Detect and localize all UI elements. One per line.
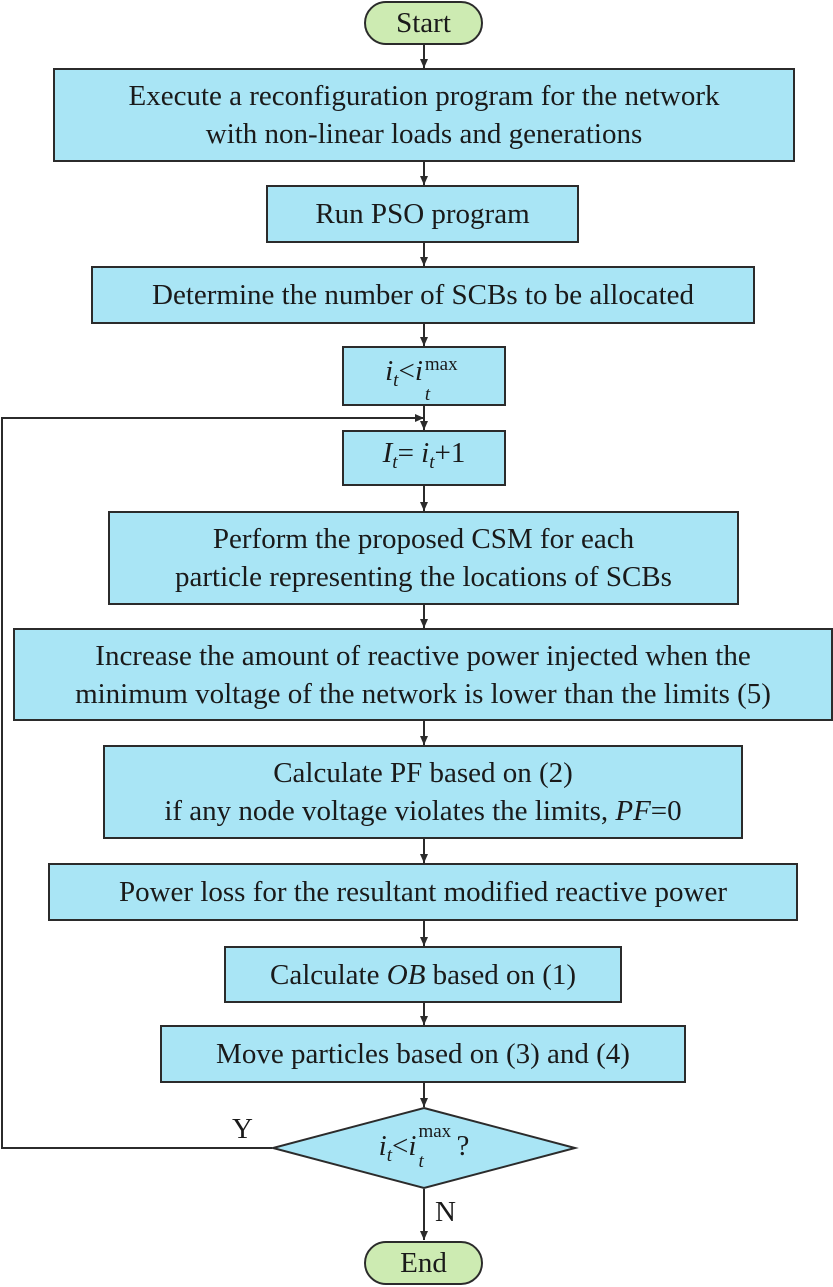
reconfig-line-2: with non-linear loads and generations — [205, 118, 643, 150]
determine-scbs-step: Determine the number of SCBs to be alloc… — [91, 266, 755, 324]
calculate-ob-step: Calculate OB based on (1) — [224, 946, 622, 1003]
csm-line-2: particle representing the locations of S… — [175, 561, 672, 593]
calculate-pf-step: Calculate PF based on (2) if any node vo… — [103, 745, 743, 839]
end-label: End — [400, 1246, 447, 1279]
determine-scbs-label: Determine the number of SCBs to be alloc… — [152, 279, 694, 311]
reactive-line-2: minimum voltage of the network is lower … — [75, 677, 771, 710]
move-particles-label: Move particles based on (3) and (4) — [216, 1038, 630, 1070]
reconfiguration-step: Execute a reconfiguration program for th… — [53, 68, 795, 162]
increment-expression: It= it+1 — [382, 437, 466, 473]
loop-back-yes-path — [1, 414, 424, 1149]
reactive-power-step: Increase the amount of reactive power in… — [13, 628, 833, 721]
move-particles-step: Move particles based on (3) and (4) — [160, 1025, 686, 1083]
ob-label: Calculate OB based on (1) — [269, 958, 577, 991]
decision-diamond — [269, 1106, 579, 1190]
run-pso-step: Run PSO program — [266, 185, 579, 243]
power-loss-step: Power loss for the resultant modified re… — [48, 863, 798, 921]
increment-step: It= it+1 — [342, 430, 506, 486]
pf-line-1: Calculate PF based on (2) — [273, 757, 573, 789]
start-label: Start — [396, 6, 451, 39]
no-branch-label: N — [435, 1196, 456, 1228]
end-terminal: End — [364, 1241, 483, 1285]
power-loss-label: Power loss for the resultant modified re… — [118, 876, 727, 908]
csm-line-1: Perform the proposed CSM for each — [212, 523, 635, 555]
yes-branch-label: Y — [232, 1113, 253, 1145]
reconfig-line-1: Execute a reconfiguration program for th… — [128, 80, 720, 112]
start-terminal: Start — [364, 1, 483, 45]
reactive-line-1: Increase the amount of reactive power in… — [95, 639, 751, 672]
run-pso-label: Run PSO program — [315, 198, 530, 230]
csm-step: Perform the proposed CSM for each partic… — [108, 511, 739, 605]
pf-line-2: if any node voltage violates the limits,… — [164, 795, 682, 827]
